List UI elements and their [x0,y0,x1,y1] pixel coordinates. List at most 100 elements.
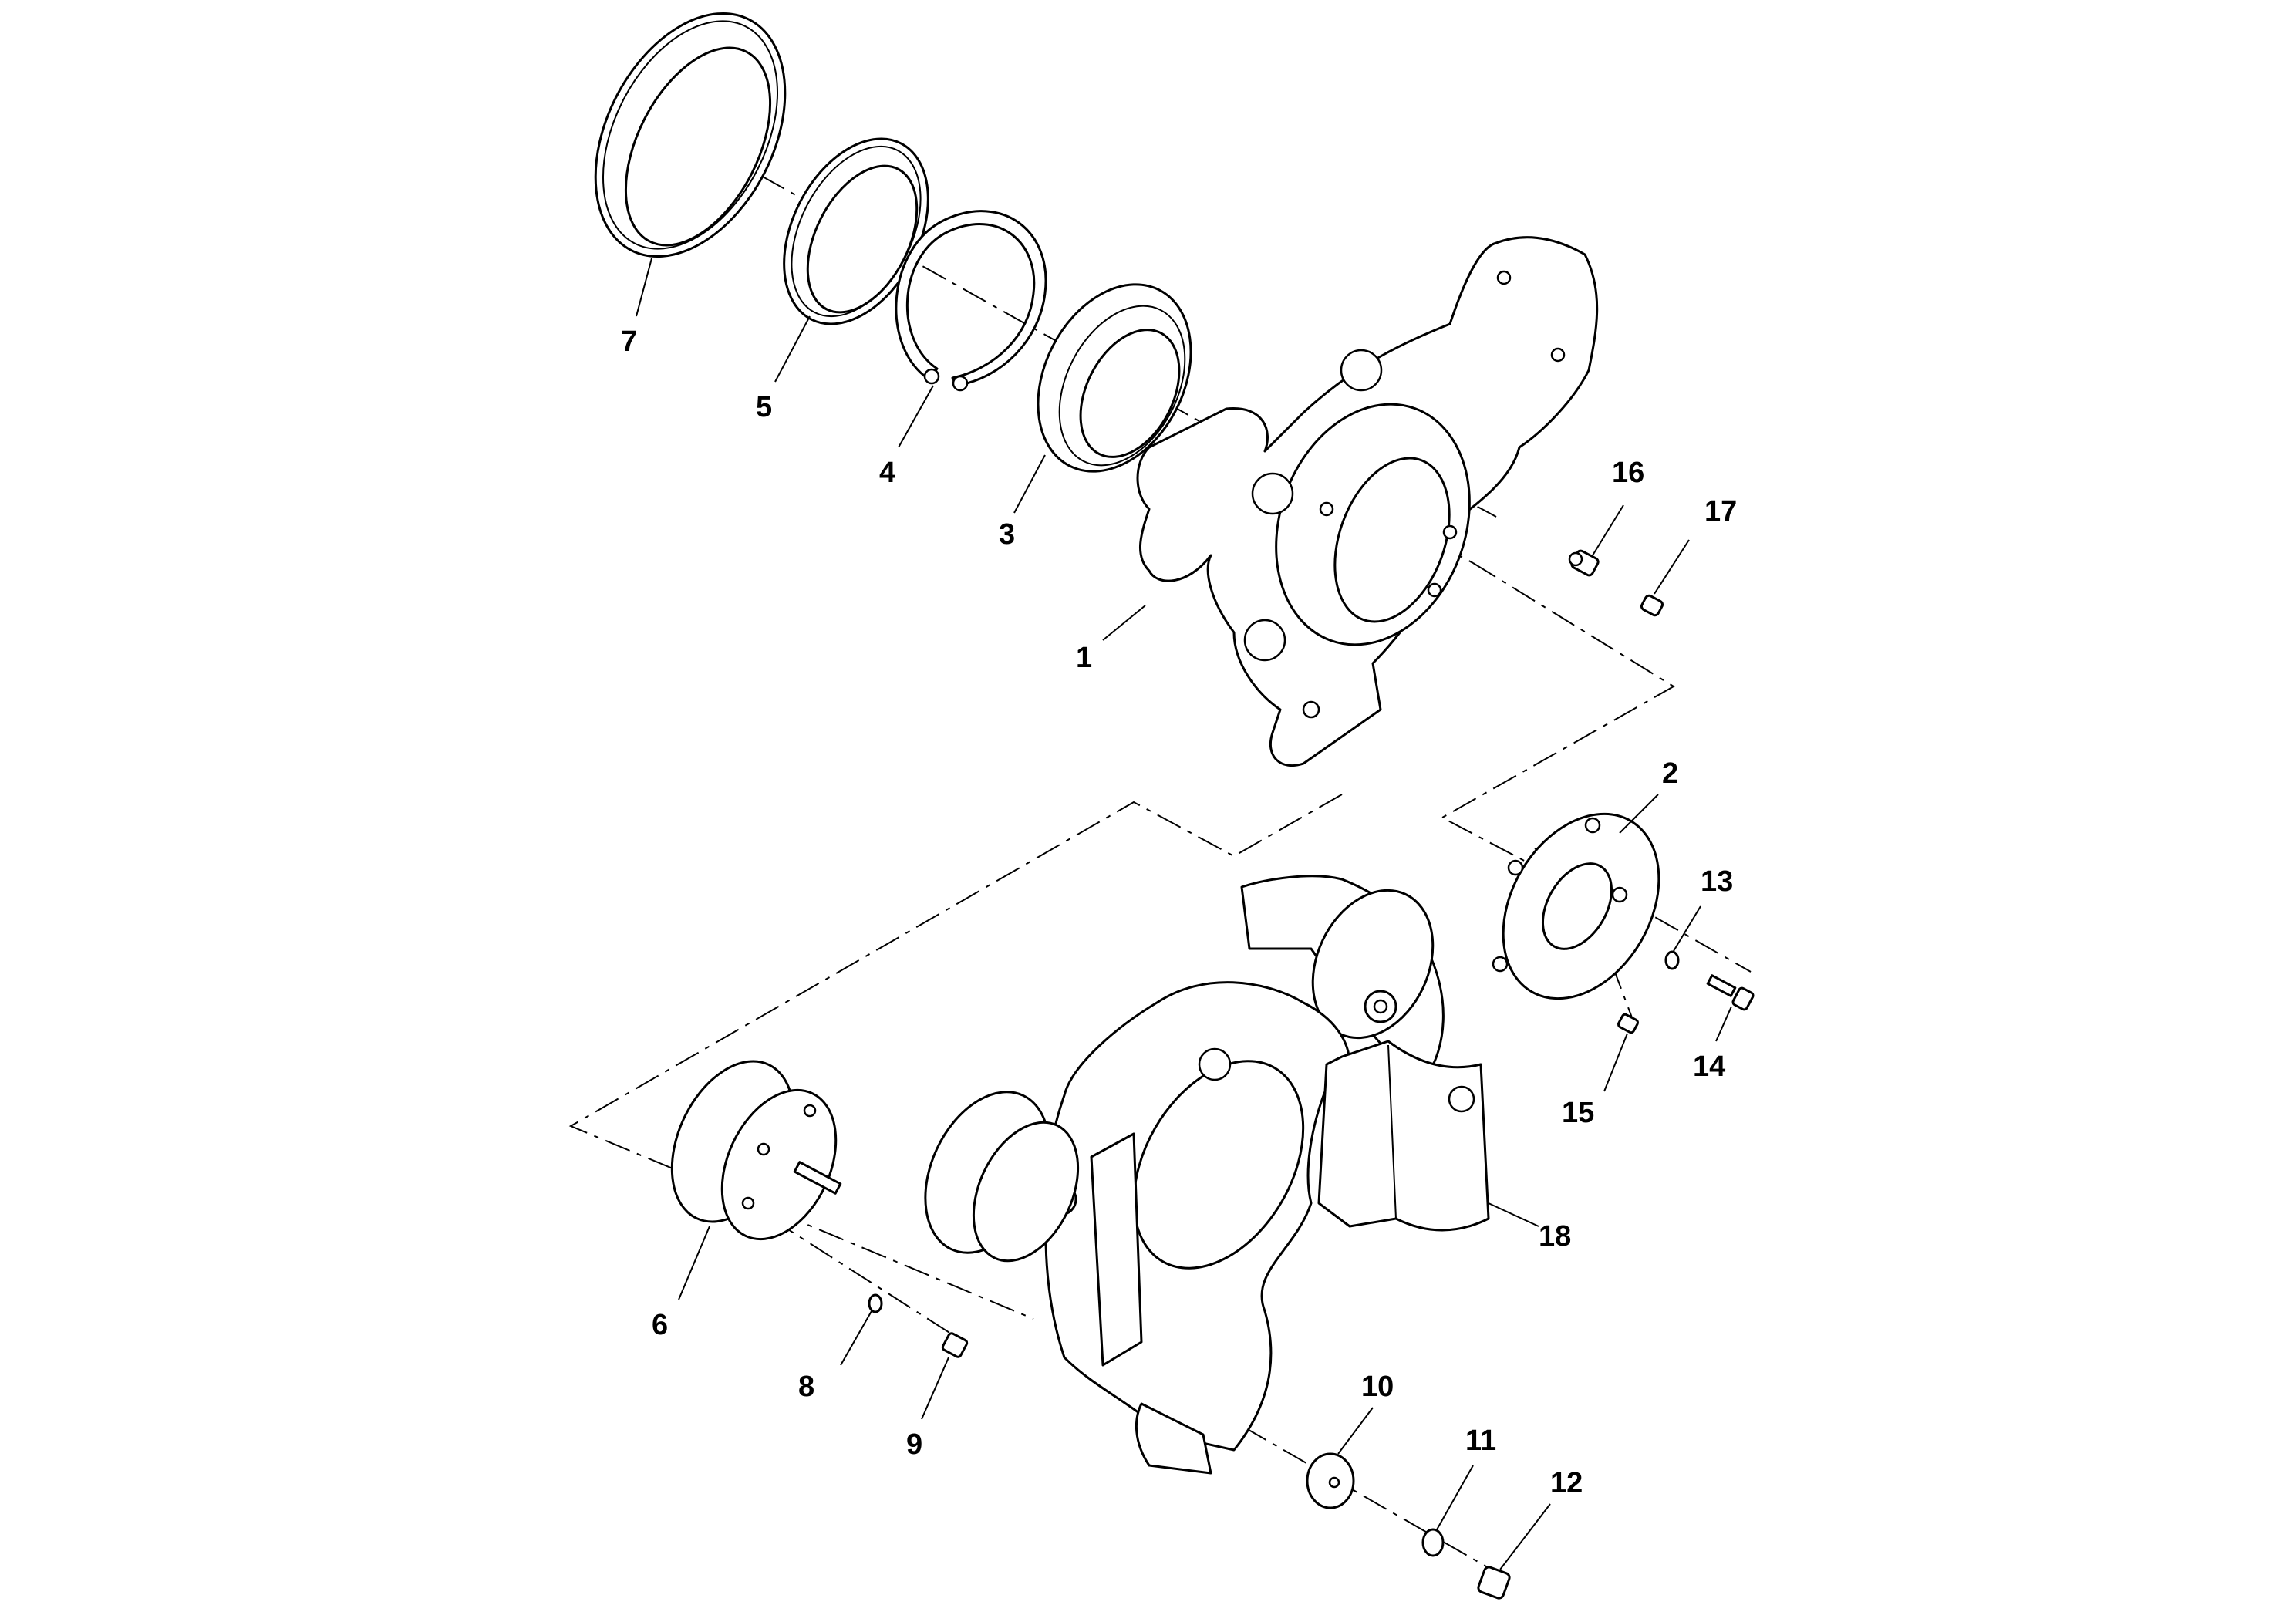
circlip-eye-right [952,375,969,392]
guard-hole [1448,1085,1475,1113]
leader-15 [1603,1033,1628,1092]
flange-hole-3 [1492,956,1509,973]
pad-hole-1 [803,1104,817,1118]
part-12-nut [1477,1566,1511,1600]
leader-7 [636,258,652,317]
callout-18: 18 [1539,1220,1571,1253]
plate-hole-8 [1442,524,1458,540]
nut-12 [1477,1566,1511,1600]
plate-hole-7 [1427,582,1442,598]
leader-lines [636,258,1732,1570]
leader-18 [1488,1202,1539,1227]
part-11-lock-washer [1421,1528,1445,1557]
bolt-9-head [941,1332,969,1358]
leader-1 [1102,605,1146,641]
bracket-cutout [1132,1060,1305,1270]
guard-body [1317,1040,1490,1232]
plate-hole-2 [1340,349,1383,392]
leader-3 [1013,454,1046,514]
plug-17-body [1640,594,1664,617]
leader-10 [1337,1407,1374,1455]
bracket-stud-upper [1364,990,1397,1023]
leader-14 [1715,1006,1732,1042]
leader-12 [1499,1503,1551,1570]
circlip-eye-left [923,368,940,385]
washer-10-hole [1328,1476,1340,1489]
callout-10: 10 [1361,1371,1394,1403]
callout-5: 5 [756,391,772,423]
part-6-mounting-pad [670,1060,842,1241]
plate-hole-9 [1319,501,1334,517]
callout-14: 14 [1693,1050,1725,1083]
callout-9: 9 [906,1428,922,1461]
bearing-race [1058,305,1186,467]
part-4-circlip [895,210,1047,392]
axis-plate-to-flange [1534,848,1752,973]
flange-bore [1541,862,1613,950]
mounting-plate-bore [1333,457,1451,623]
bracket-tab [1135,1402,1212,1475]
pad-hole-2 [741,1196,755,1210]
part-9-bolt [941,1332,969,1358]
callout-1: 1 [1076,642,1092,674]
part-1-mounting-plate [1136,236,1599,767]
bracket-channel [1090,1132,1143,1367]
pad-stud [793,1161,842,1195]
part-3-bearing [1037,283,1192,473]
part-18-guard [1317,1040,1490,1232]
lower-bracket-assembly [924,875,1445,1475]
part-5-oil-seal [783,137,929,325]
leader-13 [1673,905,1701,952]
washer-13 [1664,950,1680,970]
part-2-flange [1492,812,1660,1000]
washer-8 [868,1293,883,1313]
leader-2 [1619,794,1659,834]
flange-hole-1 [1584,817,1601,834]
part-8-washer [868,1293,883,1313]
callout-6: 6 [652,1309,668,1341]
bolt-14-head [1731,986,1755,1011]
plate-hole-6 [1550,347,1566,363]
leader-5 [774,315,811,383]
plate-hole-4 [1302,700,1320,719]
flange-hole-4 [1507,859,1524,876]
oil-seal-inner [806,164,919,314]
axis-mount-to-bolt [770,1218,965,1343]
callout-2: 2 [1662,757,1678,790]
leader-17 [1654,539,1690,595]
callout-3: 3 [999,518,1015,551]
axis-plate-to-bracket [1440,562,1675,895]
bearing-bore [1079,329,1181,458]
part-14-bolt [1706,974,1755,1011]
leader-8 [840,1310,872,1366]
part-17-plug [1640,594,1664,617]
seal-ring-inner [624,46,772,247]
plate-hole-1 [1251,472,1294,515]
callout-17: 17 [1704,495,1737,528]
fitting-16-face [1568,551,1583,567]
callout-labels: 7 5 4 3 1 16 17 2 13 14 15 18 6 8 9 10 1… [621,325,1737,1499]
plate-hole-3 [1243,619,1286,662]
leader-16 [1592,504,1624,556]
callout-4: 4 [879,457,895,489]
part-13-washer [1664,950,1680,970]
plate-hole-5 [1496,270,1512,285]
axis-washer-nut [1202,1403,1512,1582]
flange-hole-2 [1611,886,1628,903]
seal-ring-lip [602,20,779,250]
bolt-14-shank [1706,974,1737,997]
callout-13: 13 [1701,865,1733,898]
pad-hole-3 [757,1142,770,1156]
part-16-fitting [1568,549,1600,577]
guard-fold [1387,1044,1397,1219]
part-7-seal-ring [594,12,787,258]
stud-upper-end [1373,999,1388,1014]
lock-washer-11 [1421,1528,1445,1557]
part-15-bolt [1617,1013,1640,1034]
leader-11 [1435,1465,1474,1532]
callout-8: 8 [798,1371,814,1403]
callout-12: 12 [1550,1467,1583,1499]
callout-15: 15 [1562,1097,1594,1129]
